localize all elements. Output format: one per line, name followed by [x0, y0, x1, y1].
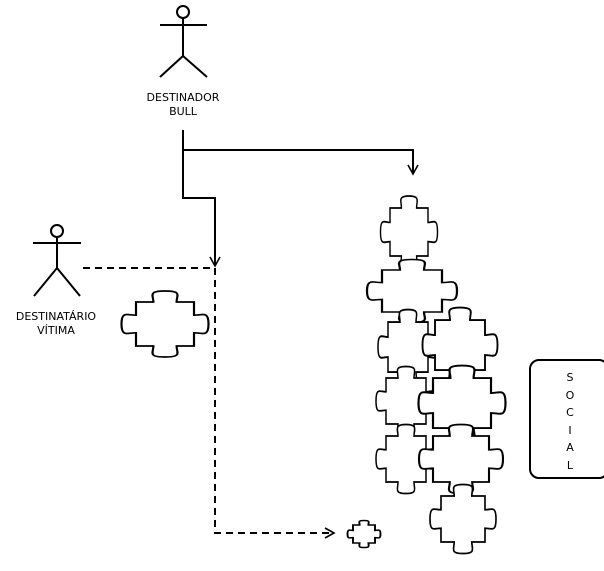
social-label: S O C I A L [560, 369, 580, 474]
social-letter: C [566, 406, 574, 419]
social-letter: L [566, 458, 574, 472]
puzzle-piece-isolated [120, 289, 210, 359]
dashed-connectors [83, 267, 336, 539]
actor-bull-label: DESTINADOR BULL [118, 91, 248, 119]
actor-bull-line1: DESTINADOR [146, 91, 220, 104]
social-letter: I [568, 423, 572, 437]
social-box [529, 359, 604, 479]
actor-vitima-label: DESTINATÁRIO VÍTIMA [0, 310, 112, 338]
actor-bull-line2: BULL [169, 105, 197, 118]
bull-connectors [182, 130, 419, 268]
puzzle-piece-small [346, 519, 382, 549]
social-letter: O [565, 388, 575, 402]
actor-vitima-icon [33, 224, 81, 297]
social-letter: S [566, 371, 574, 384]
social-letter: A [566, 441, 574, 454]
actor-bull-icon [159, 5, 208, 78]
stack-piece-1 [379, 195, 439, 269]
actor-vitima-line2: VÍTIMA [37, 324, 75, 337]
stack-piece-8 [417, 423, 505, 495]
puzzle-stack [365, 195, 507, 555]
actor-vitima-line1: DESTINATÁRIO [15, 310, 97, 323]
stack-piece-9 [429, 483, 497, 555]
